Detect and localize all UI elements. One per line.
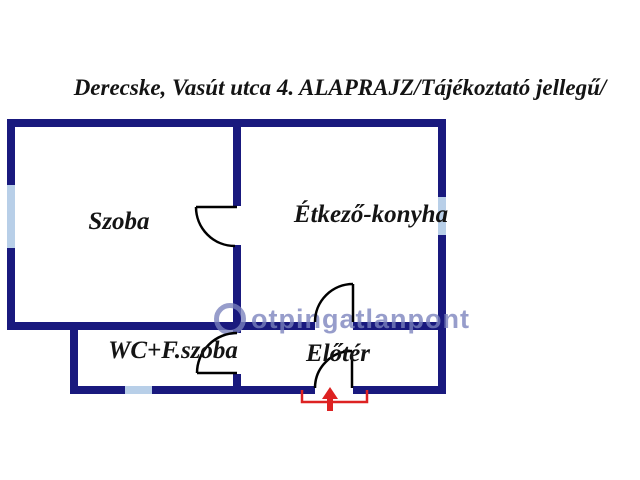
room-label-etkezo-konyha: Étkező-konyha [293, 201, 449, 228]
wall-right [438, 119, 446, 394]
wall-top [7, 119, 446, 127]
wall-bottom-segment-1 [70, 386, 125, 394]
room-label-szoba: Szoba [88, 208, 150, 235]
room-label-wc-fszoba: WC+F.szoba [108, 337, 238, 364]
wall-lower-left [70, 330, 78, 394]
door-arc-szoba [194, 206, 236, 248]
window-bottom-wall [125, 386, 152, 394]
window-right-wall [438, 197, 446, 235]
entrance-arrow-icon [322, 387, 338, 411]
wall-middle-upper-segment-top [233, 127, 241, 206]
wall-divider-left [7, 322, 315, 330]
room-label-eloter: Előtér [306, 340, 370, 367]
wall-divider-right [353, 322, 446, 330]
plan-title: Derecske, Vasút utca 4. ALAPRAJZ/Tájékoz… [73, 75, 607, 100]
door-arc-eloter-kitchen [313, 282, 354, 323]
wall-middle-lower-stub-bottom [233, 374, 241, 394]
wall-bottom-segment-3 [353, 386, 446, 394]
entrance-bracket [300, 390, 369, 404]
door-arc-entrance [313, 349, 353, 389]
window-left-wall [7, 185, 15, 248]
wall-middle-upper-segment-bottom [233, 245, 241, 322]
